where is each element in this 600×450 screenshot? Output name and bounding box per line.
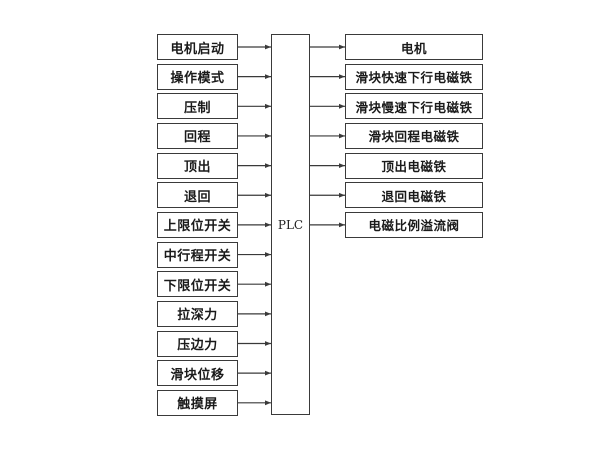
output-box: 顶出电磁铁 <box>345 152 483 179</box>
output-box: 滑块快速下行电磁铁 <box>345 63 483 90</box>
output-box: 电磁比例溢流阀 <box>345 211 483 238</box>
output-box: 滑块回程电磁铁 <box>345 122 483 149</box>
input-box: 操作模式 <box>157 63 238 90</box>
output-box: 电机 <box>345 34 483 60</box>
input-box: 电机启动 <box>157 34 238 60</box>
input-box: 退回 <box>157 182 238 209</box>
output-box: 退回电磁铁 <box>345 182 483 209</box>
input-box: 下限位开关 <box>157 271 238 298</box>
input-box: 滑块位移 <box>157 360 238 387</box>
input-box: 上限位开关 <box>157 211 238 238</box>
input-box: 中行程开关 <box>157 241 238 268</box>
input-box: 回程 <box>157 122 238 149</box>
plc-label: PLC <box>277 217 304 232</box>
input-box: 压边力 <box>157 330 238 357</box>
input-box: 顶出 <box>157 152 238 179</box>
output-box: 滑块慢速下行电磁铁 <box>345 93 483 120</box>
plc-block: PLC <box>271 34 310 415</box>
input-box: 触摸屏 <box>157 389 238 416</box>
input-box: 拉深力 <box>157 300 238 327</box>
input-box: 压制 <box>157 93 238 120</box>
